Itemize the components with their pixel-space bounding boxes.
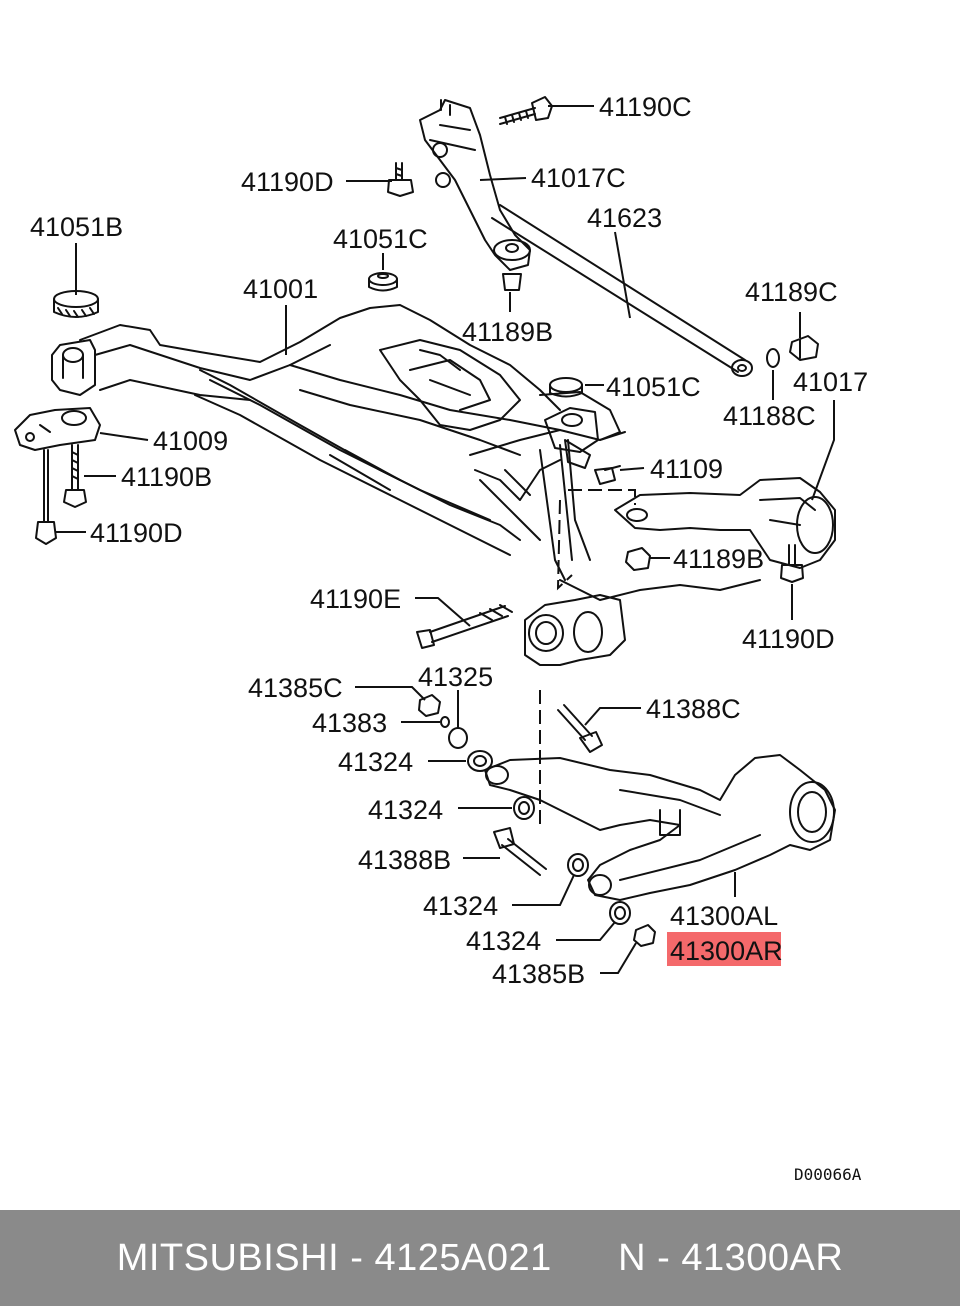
- label-41189c: 41189C: [745, 277, 838, 307]
- label-41017c: 41017C: [531, 163, 626, 193]
- bolt-41190d-right: [780, 544, 804, 583]
- washer-41188c: [766, 348, 780, 368]
- label-41383: 41383: [312, 708, 387, 738]
- label-41017: 41017: [793, 367, 868, 397]
- label-41051b: 41051B: [30, 212, 123, 242]
- footer-separator-2: -: [646, 1236, 682, 1279]
- washer-41383: [440, 716, 450, 728]
- nut-41189b-top: [493, 239, 531, 291]
- label-41324-c: 41324: [423, 891, 498, 921]
- mount-right: [544, 407, 599, 469]
- footer-bar: MITSUBISHI - 4125A021 N - 41300AR: [0, 1210, 960, 1306]
- nut-41189b-mid: [625, 547, 651, 571]
- washer-41324-c: [567, 853, 589, 877]
- diagram-code: D00066A: [794, 1165, 862, 1184]
- label-41188c: 41188C: [723, 401, 816, 431]
- label-41190e: 41190E: [310, 584, 401, 614]
- label-41001: 41001: [243, 274, 318, 304]
- label-41388b: 41388B: [358, 845, 451, 875]
- label-41385c: 41385C: [248, 673, 343, 703]
- mount-rear: [524, 594, 626, 666]
- label-41190d-top: 41190D: [241, 167, 334, 197]
- bushing-41051c-mid: [549, 377, 583, 398]
- highlight-box: [667, 932, 781, 966]
- parts-diagram: 41190C 41190D 41017C 41623 41051B 41051C…: [14, 92, 868, 1184]
- label-41189b-top: 41189B: [462, 317, 553, 347]
- label-41300al: 41300AL: [670, 901, 778, 931]
- label-41190d-right: 41190D: [742, 624, 835, 654]
- label-41190b: 41190B: [121, 462, 212, 492]
- footer-code: 41300AR: [681, 1236, 844, 1279]
- label-41324-d: 41324: [466, 926, 541, 956]
- bolt-41388c: [557, 704, 603, 753]
- label-41109: 41109: [650, 454, 723, 484]
- washer-41324-d: [609, 901, 631, 925]
- label-41385b: 41385B: [492, 959, 585, 989]
- footer-n: N: [618, 1236, 647, 1279]
- label-41324-a: 41324: [338, 747, 413, 777]
- leader-lines: [56, 105, 835, 974]
- bolt-41190d-left: [35, 449, 57, 545]
- footer-brand: MITSUBISHI: [116, 1236, 340, 1279]
- label-41623: 41623: [587, 203, 662, 233]
- label-41324-b: 41324: [368, 795, 443, 825]
- label-41190d-left: 41190D: [90, 518, 183, 548]
- bracket-41009: [14, 407, 101, 451]
- footer-part-number: 4125A021: [374, 1236, 552, 1279]
- washer-41325: [448, 727, 468, 749]
- label-41325: 41325: [418, 662, 493, 692]
- label-41190c: 41190C: [599, 92, 692, 122]
- bushing-41051c-top: [368, 272, 398, 292]
- bolt-41109: [594, 465, 621, 485]
- lateral-rod-41623: [491, 204, 753, 377]
- lower-arm-41300: [484, 754, 836, 901]
- washer-41324-b: [513, 796, 535, 820]
- label-41189b-mid: 41189B: [673, 544, 764, 574]
- crossmember-41001: [79, 304, 626, 581]
- nut-41385b: [633, 924, 656, 947]
- footer-separator: -: [339, 1236, 375, 1279]
- bracket-41017c: [419, 99, 531, 271]
- bolt-41388b: [493, 827, 547, 876]
- bolt-41190c: [499, 96, 553, 125]
- washer-41324-a: [467, 750, 493, 772]
- bolt-41190d-top: [387, 162, 414, 197]
- bolt-41190b: [63, 444, 87, 508]
- nut-41385c: [418, 694, 441, 717]
- footer-gap: [552, 1237, 618, 1280]
- bolt-41190e: [416, 604, 513, 649]
- mount-left: [51, 339, 96, 396]
- label-41300ar: 41300AR: [670, 936, 783, 966]
- label-41051c-top: 41051C: [333, 224, 428, 254]
- nut-41189c: [789, 335, 819, 361]
- label-41009: 41009: [153, 426, 228, 456]
- label-41388c: 41388C: [646, 694, 741, 724]
- part-labels: 41190C 41190D 41017C 41623 41051B 41051C…: [30, 92, 868, 1184]
- label-41051c-mid: 41051C: [606, 372, 701, 402]
